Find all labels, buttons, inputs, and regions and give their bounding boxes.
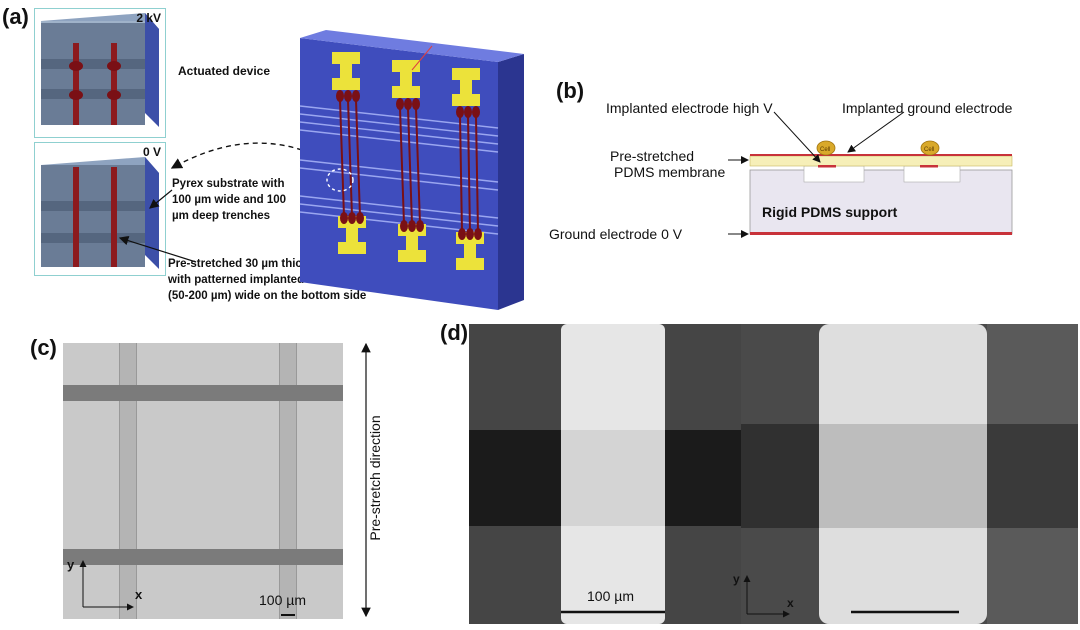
cell-2 [920, 140, 940, 156]
axis-d-y: y [733, 572, 740, 586]
large-device-illustration [299, 30, 524, 310]
axis-c-y: y [67, 557, 75, 572]
electrode-set-1 [332, 52, 366, 254]
pdms-label-line-3: (50-200 µm) wide on the bottom side [168, 290, 367, 302]
axis-c-x: x [135, 587, 143, 602]
axis-d-x: x [787, 596, 794, 610]
high-v-label: Implanted electrode high V [606, 100, 773, 116]
panel-a-letter: (a) [2, 4, 29, 29]
implanted-high-v-1 [818, 165, 836, 168]
implanted-ground-layer [750, 154, 1012, 156]
electrode-set-2 [392, 60, 426, 262]
membrane-label-line-1: Pre-stretched [610, 148, 695, 164]
d-right-edge-band [987, 424, 1078, 528]
support-label: Rigid PDMS support [762, 204, 898, 220]
scale-d-label: 100 µm [587, 588, 634, 604]
pdms-membrane [749, 155, 1013, 167]
electrode-set-3 [452, 68, 484, 270]
cavity-1 [803, 165, 865, 183]
cavity-2 [903, 165, 961, 183]
micrograph-d: 100 µm y x [469, 324, 1078, 624]
panel-b-letter: (b) [556, 78, 585, 103]
membrane-label: Pre-stretched PDMS membrane [610, 148, 725, 180]
d-left-stripe-shadow [561, 430, 665, 526]
high-v-arrow [773, 111, 821, 163]
actuated-device-illustration [41, 13, 159, 127]
implanted-high-v-2 [920, 165, 938, 168]
axis-c [79, 560, 295, 616]
actuated-device-box: 2 kV [34, 8, 166, 138]
cell-1-label: Cell [820, 147, 830, 153]
pre-stretch-label: Pre-stretch direction [367, 393, 383, 563]
d-right-stripe-shadow [819, 424, 987, 528]
dashed-callout-arrow [170, 142, 303, 169]
trench-band-top [63, 385, 343, 401]
cell-1 [816, 140, 836, 156]
top-voltage-label: 2 kV [136, 11, 161, 25]
actuated-device-label: Actuated device [178, 64, 271, 78]
ground-implant-arrow [847, 111, 905, 153]
cross-section-diagram: Cell Cell [728, 111, 1013, 238]
trench-lines [299, 105, 499, 235]
ground-implant-label: Implanted ground electrode [842, 100, 1013, 116]
pyrex-label-line-2: 100 µm wide and 100 [172, 194, 287, 206]
panel-c-letter: (c) [30, 335, 57, 360]
rest-device-illustration [41, 157, 159, 269]
cell-2-label: Cell [924, 147, 934, 153]
pyrex-label-line-1: Pyrex substrate with [172, 178, 285, 190]
rest-device-box: 0 V [34, 142, 166, 276]
membrane-label-line-2: PDMS membrane [614, 164, 726, 180]
panel-d-letter: (d) [440, 320, 469, 345]
highlight-circle [326, 168, 354, 192]
bottom-voltage-label: 0 V [142, 145, 161, 159]
d-overlays [561, 575, 959, 618]
pointer-line [411, 45, 433, 71]
ground-0v-label: Ground electrode 0 V [549, 226, 683, 242]
pyrex-label-line-3: µm deep trenches [172, 210, 271, 222]
scale-c-label: 100 µm [259, 592, 306, 608]
trench-band-bottom [63, 549, 343, 565]
pyrex-label: Pyrex substrate with 100 µm wide and 100… [172, 176, 286, 224]
rigid-support [749, 169, 1013, 235]
micrograph-c: y x 100 µm [63, 343, 343, 619]
pre-stretch-arrow [361, 342, 371, 618]
bottom-ground-electrode [750, 232, 1012, 235]
